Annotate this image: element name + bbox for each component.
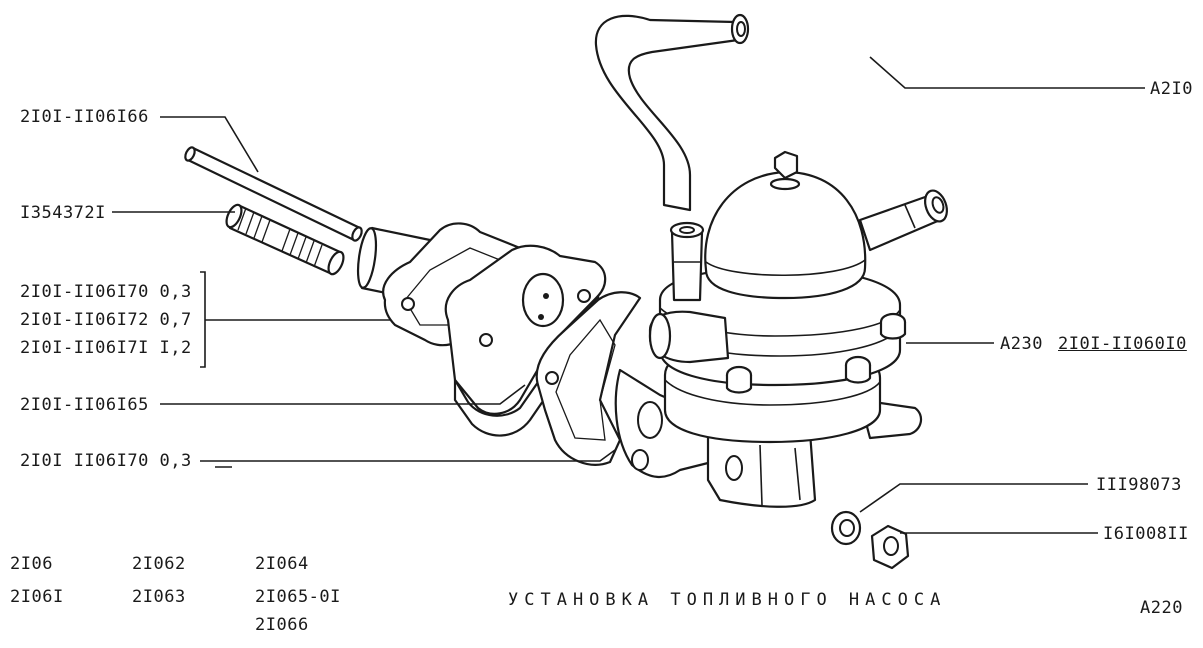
callout-pushrod: 2I0I-II06I66 (20, 107, 149, 127)
callout-pump-ref: A230 (1000, 334, 1043, 354)
model-col1-item: 2I06 (10, 554, 53, 574)
fuel-hose (594, 13, 750, 212)
callout-gasket-03: 2I0I-II06I70 0,3 (20, 282, 192, 302)
threaded-stud (225, 203, 345, 276)
model-col3-item: 2I066 (255, 615, 309, 635)
model-col2-item: 2I062 (132, 554, 186, 574)
model-col1-item: 2I06I (10, 587, 64, 607)
model-col2-item: 2I063 (132, 587, 186, 607)
callout-stud: I354372I (20, 203, 106, 223)
callout-nut: I6I008II (1103, 524, 1189, 544)
callout-hose: A2I0 (1150, 79, 1193, 99)
page-ref: A220 (1140, 598, 1183, 618)
gasket-last (535, 291, 642, 466)
washer (830, 510, 862, 546)
cover-screws (725, 312, 907, 394)
pushrod (184, 146, 363, 242)
callout-gasket-last: 2I0I II06I70 0,3 (20, 451, 192, 471)
callout-washer: III98073 (1096, 475, 1182, 495)
model-col3-item: 2I064 (255, 554, 309, 574)
fuel-pump (614, 150, 948, 508)
callout-spacer: 2I0I-II06I65 (20, 395, 149, 415)
model-col3-item: 2I065-0I (255, 587, 341, 607)
leader-lines (112, 56, 1145, 534)
callout-pump-part[interactable]: 2I0I-II060I0 (1058, 334, 1187, 354)
nut (870, 524, 910, 570)
intermediate-flange (444, 244, 607, 437)
callout-gasket-12: 2I0I-II06I7I I,2 (20, 338, 192, 358)
diagram-title: УСТАНОВКА ТОПЛИВНОГО НАСОСА (508, 590, 947, 610)
callout-gasket-07: 2I0I-II06I72 0,7 (20, 310, 192, 330)
